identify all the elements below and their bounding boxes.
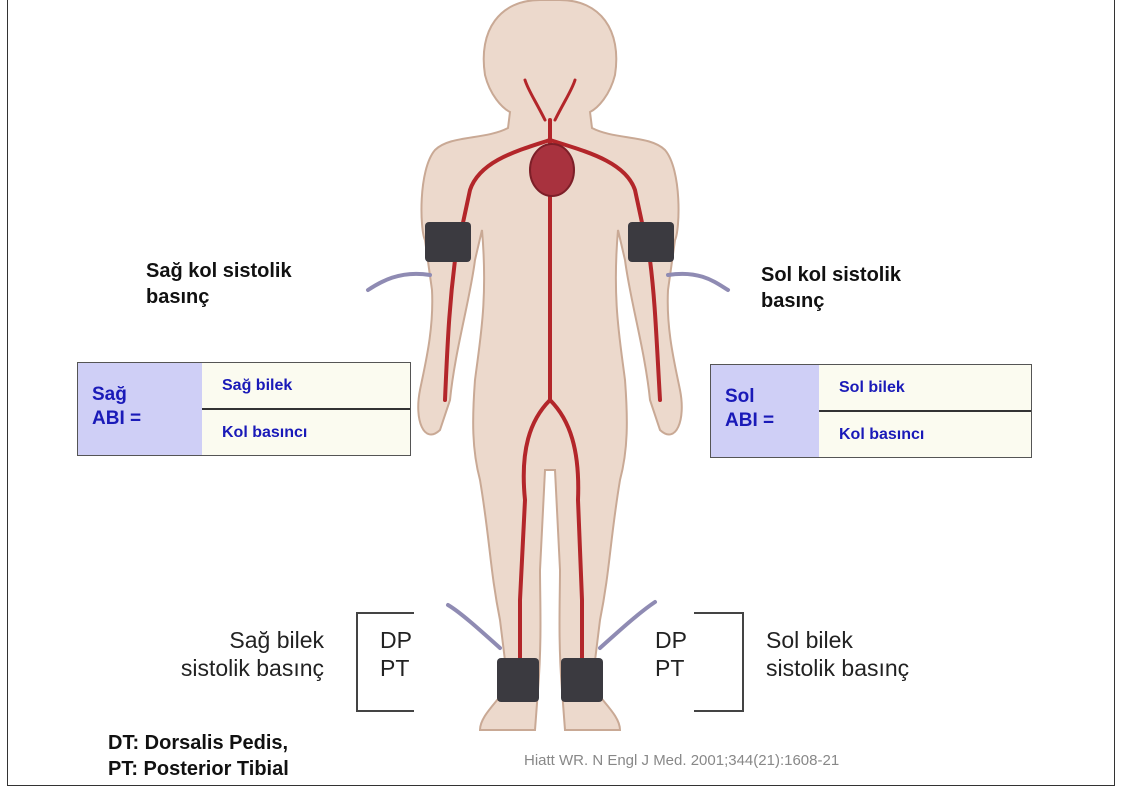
right-arm-cuff (425, 222, 471, 262)
right-ankle-cuff (497, 658, 539, 702)
left-ankle-dp: DP (655, 626, 687, 654)
right-abi-denominator: Kol basıncı (202, 410, 410, 455)
left-abi-label: Sol ABI = (711, 365, 819, 457)
citation: Hiatt WR. N Engl J Med. 2001;344(21):160… (524, 752, 839, 769)
right-ankle-pressure-line2: sistolik basınç (110, 654, 324, 682)
left-abi-numerator: Sol bilek (819, 365, 1031, 412)
right-arm-pressure-label: Sağ kol sistolik basınç (146, 258, 292, 310)
right-abi-label-line2: ABI = (92, 407, 202, 431)
left-ankle-bracket (694, 612, 744, 712)
right-arm-pressure-line2: basınç (146, 284, 292, 310)
left-abi-formula: Sol ABI = Sol bilek Kol basıncı (710, 364, 1032, 458)
right-abi-label: Sağ ABI = (78, 363, 202, 455)
left-ankle-cuff (561, 658, 603, 702)
right-ankle-arteries: DP PT (380, 626, 412, 682)
legend-line1: DT: Dorsalis Pedis, (108, 730, 289, 756)
left-ankle-pressure-line1: Sol bilek (766, 626, 909, 654)
left-ankle-pressure-label: Sol bilek sistolik basınç (766, 626, 909, 682)
left-arm-cuff (628, 222, 674, 262)
left-ankle-pressure-line2: sistolik basınç (766, 654, 909, 682)
heart (530, 144, 574, 196)
left-arm-pressure-line1: Sol kol sistolik (761, 262, 901, 288)
legend-line2: PT: Posterior Tibial (108, 756, 289, 782)
right-ankle-dp: DP (380, 626, 412, 654)
right-abi-fraction: Sağ bilek Kol basıncı (202, 363, 410, 455)
right-abi-numerator: Sağ bilek (202, 363, 410, 410)
left-arm-pressure-line2: basınç (761, 288, 901, 314)
left-ankle-arteries: DP PT (655, 626, 687, 682)
left-arm-pressure-label: Sol kol sistolik basınç (761, 262, 901, 314)
left-abi-fraction: Sol bilek Kol basıncı (819, 365, 1031, 457)
left-abi-label-line2: ABI = (725, 409, 819, 433)
right-ankle-pt: PT (380, 654, 412, 682)
left-abi-label-line1: Sol (725, 385, 819, 409)
left-abi-denominator: Kol basıncı (819, 412, 1031, 457)
right-abi-label-line1: Sağ (92, 383, 202, 407)
abbreviation-legend: DT: Dorsalis Pedis, PT: Posterior Tibial (108, 730, 289, 782)
left-ankle-pt: PT (655, 654, 687, 682)
right-arm-pressure-line1: Sağ kol sistolik (146, 258, 292, 284)
right-abi-formula: Sağ ABI = Sağ bilek Kol basıncı (77, 362, 411, 456)
right-ankle-pressure-label: Sağ bilek sistolik basınç (110, 626, 324, 682)
right-ankle-pressure-line1: Sağ bilek (110, 626, 324, 654)
